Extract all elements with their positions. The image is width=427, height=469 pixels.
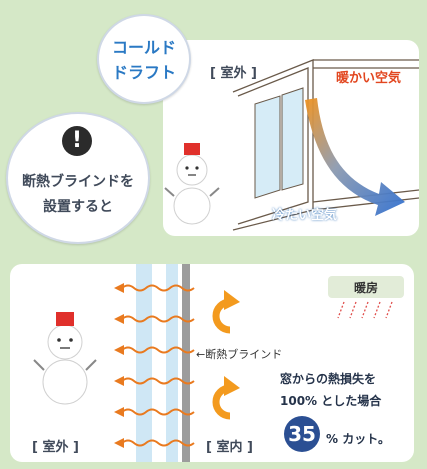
- insulated-blind-line1: 断熱ブラインドを: [22, 174, 134, 190]
- heat-wave-4: [121, 377, 195, 385]
- cold-draft-arrow: [305, 98, 405, 216]
- bottom-label-inside: [ 室内 ]: [206, 440, 253, 455]
- window-glass: [254, 87, 304, 199]
- exclamation-icon: !: [62, 126, 92, 156]
- top-label-warm-air: 暖かい空気: [336, 71, 402, 86]
- heater-box: 暖房: [328, 276, 404, 298]
- top-label-outside: [ 室外 ]: [210, 66, 257, 81]
- window-glass-outer: [136, 264, 152, 462]
- circulation-arrows: [212, 290, 240, 420]
- cold-draft-bubble: コールド ドラフト: [97, 14, 191, 104]
- snowman-icon-bottom: [33, 312, 97, 405]
- bottom-label-outside: [ 室外 ]: [32, 440, 79, 455]
- heat-wave-1: [121, 284, 195, 292]
- insulated-blind: [182, 264, 190, 462]
- heat-wave-arrows: [114, 283, 195, 448]
- heat-wave-3: [121, 346, 195, 354]
- cut-value: 35: [288, 422, 316, 446]
- result-line2: 100% とした場合: [280, 394, 382, 408]
- heat-wave-2: [121, 315, 195, 323]
- result-line1: 窓からの熱損失を: [280, 372, 377, 386]
- cut-suffix: % カット。: [326, 432, 390, 446]
- insulated-blind-line2: 設置すると: [43, 199, 113, 215]
- cut-badge: 35: [284, 416, 320, 452]
- heater-label: 暖房: [353, 281, 378, 295]
- snowman-icon: [164, 143, 220, 225]
- top-label-cold-air: 冷たい空気: [272, 208, 338, 223]
- cold-draft-title-line1: コールド: [111, 38, 176, 57]
- heat-wave-5: [121, 408, 195, 416]
- insulated-blind-label: ←断熱ブラインド: [196, 348, 283, 361]
- cold-draft-illustration: [232, 59, 419, 231]
- insulated-blind-bubble: ! 断熱ブラインドを 設置すると: [6, 112, 150, 244]
- heat-lines-icon: [337, 301, 393, 319]
- cold-draft-title-line2: ドラフト: [111, 63, 176, 82]
- heat-wave-6: [121, 439, 195, 447]
